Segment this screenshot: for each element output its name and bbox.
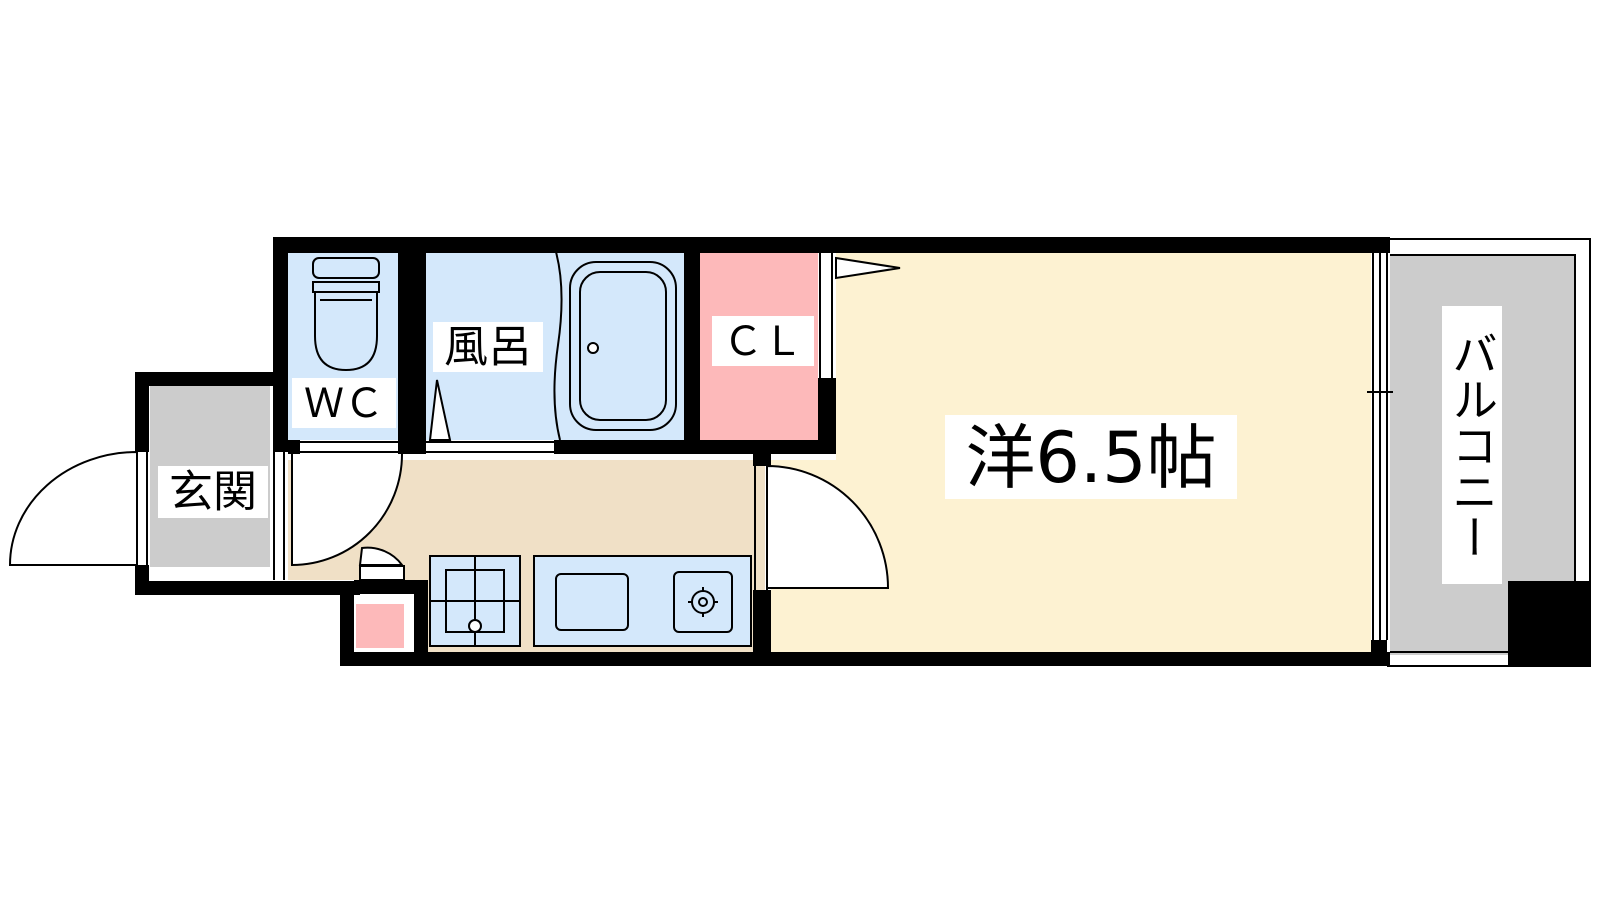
closet-label: ＣＬ (723, 319, 803, 365)
wall-toilet-bottom (288, 440, 300, 454)
wall-storage-top (354, 580, 428, 594)
wall-closet-right (818, 378, 836, 454)
bathtub-icon (553, 251, 677, 441)
wall-bath-closet (684, 237, 700, 454)
storage-pink (356, 604, 404, 648)
entrance-label-bg (158, 466, 268, 518)
main-room-label: 洋6.5帖 (965, 417, 1216, 499)
balcony-railing (1387, 238, 1591, 667)
toilet-door-frame (300, 441, 398, 453)
bath-sliding-door (426, 441, 554, 453)
wall-right-upper (1371, 237, 1387, 251)
main-room-label-bg (945, 415, 1237, 499)
wall-right-lower (1371, 640, 1387, 666)
balcony-sliding-window (1367, 253, 1393, 640)
storage-door-swing (358, 546, 404, 566)
room-door-swing (766, 465, 890, 589)
balcony-pillar (1508, 581, 1590, 666)
wall-entrance-top (135, 372, 288, 386)
toilet-door-swing (291, 453, 403, 567)
wall-closet-bottom (684, 440, 836, 454)
wall-lower-left (340, 581, 354, 666)
washing-machine-icon (429, 555, 521, 647)
toilet-icon (312, 257, 380, 372)
closet-label-bg (712, 316, 814, 366)
wall-bottom (340, 652, 1390, 666)
balcony-label-bg (1442, 306, 1502, 584)
wall-storage-right (414, 580, 428, 666)
wall-kitchen-room-top (753, 454, 771, 466)
kitchen-counter-icon (533, 555, 752, 647)
toilet-label-bg (292, 378, 396, 428)
wall-top (273, 237, 1390, 253)
wall-left-upper (273, 237, 288, 452)
storage-door-leaf (359, 565, 405, 581)
wall-kitchen-room-bottom (753, 590, 771, 652)
entrance-door-swing (8, 451, 138, 566)
entrance-label: 玄関 (169, 467, 257, 518)
walls (135, 237, 1590, 666)
wall-bath-bottom (554, 440, 700, 454)
wall-toilet-bath (398, 237, 426, 454)
closet-door-swing (835, 256, 901, 280)
bath-door-swing (428, 379, 452, 441)
wall-entrance-bottom (135, 581, 360, 595)
closet-door-frame (819, 253, 833, 378)
wall-entrance-left-top (135, 372, 149, 452)
balcony-label: バルコニー (1445, 330, 1499, 560)
bath-label: 風呂 (444, 322, 532, 373)
bath-label-bg (433, 322, 543, 372)
toilet-label: ＷＣ (304, 381, 384, 427)
